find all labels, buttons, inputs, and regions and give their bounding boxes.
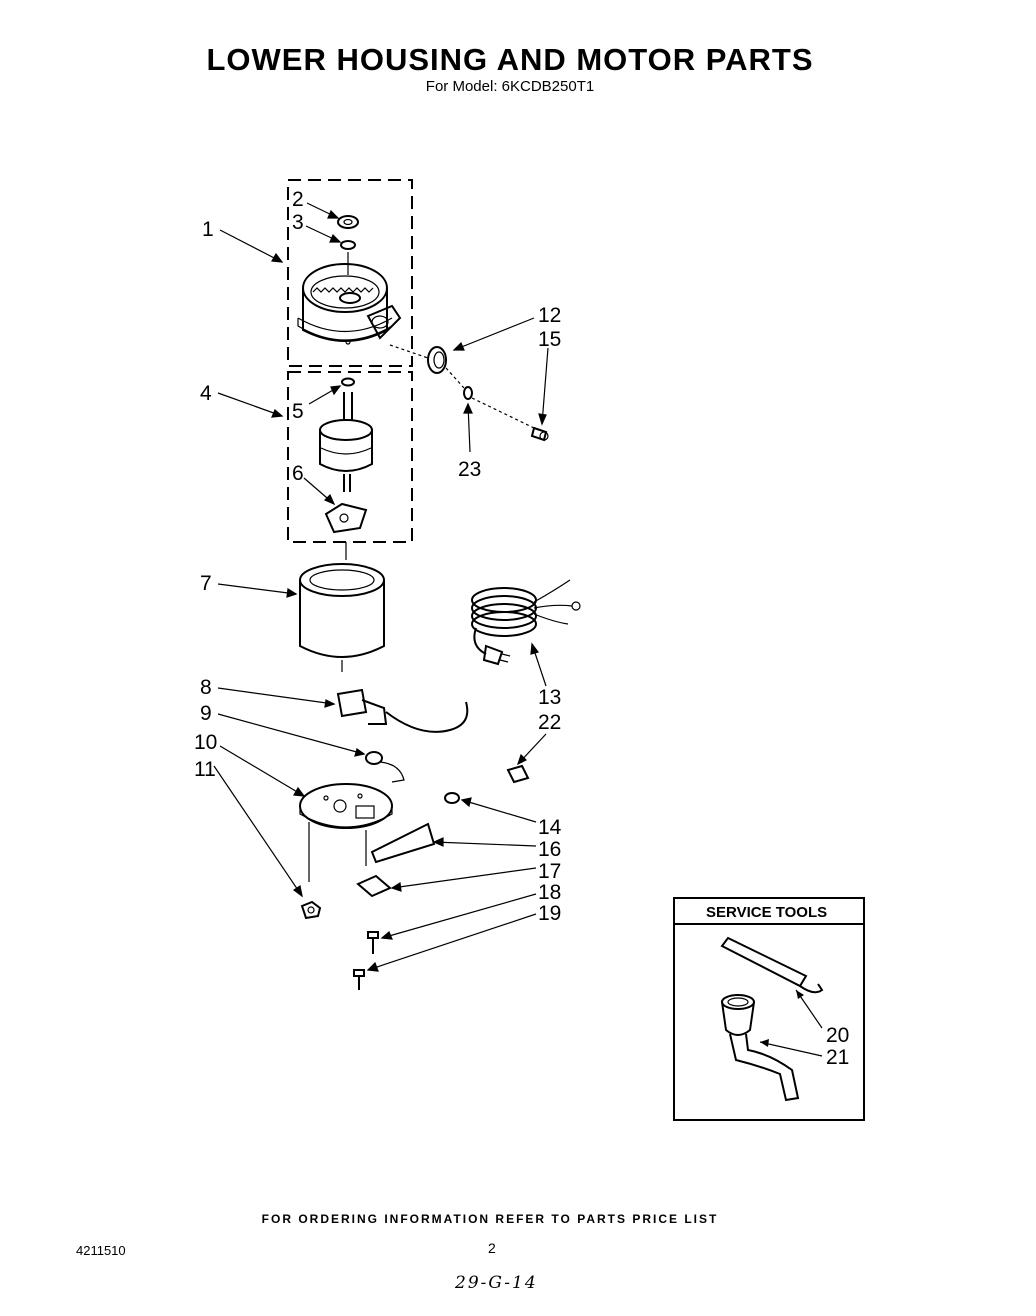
cover-plate-part xyxy=(370,822,436,864)
callout-22: 22 xyxy=(538,711,561,734)
washer-part xyxy=(340,240,356,250)
clip-part xyxy=(444,792,460,804)
callout-2: 2 xyxy=(292,188,304,211)
callout-9: 9 xyxy=(200,702,212,725)
callout-7: 7 xyxy=(200,572,212,595)
leader-lines xyxy=(213,202,549,972)
ordering-footer: FOR ORDERING INFORMATION REFER TO PARTS … xyxy=(261,1212,719,1226)
screw-18-part xyxy=(367,931,379,954)
callout-17: 17 xyxy=(538,860,561,883)
connector-part xyxy=(506,764,530,784)
service-tools-box: SERVICE TOOLS xyxy=(673,897,865,1121)
insulator-part xyxy=(356,874,392,898)
lower-housing-part xyxy=(297,263,402,345)
rotor-part xyxy=(319,392,373,492)
callout-23: 23 xyxy=(458,458,481,481)
page-number: 2 xyxy=(488,1240,496,1256)
mounting-plate-part xyxy=(299,783,393,829)
callout-19: 19 xyxy=(538,902,561,925)
callout-10: 10 xyxy=(194,731,217,754)
callout-1: 1 xyxy=(202,218,214,241)
callout-13: 13 xyxy=(538,686,561,709)
gasket-part xyxy=(427,346,447,374)
callout-15: 15 xyxy=(538,328,561,351)
power-cord-part xyxy=(471,579,581,666)
actuator-part xyxy=(324,502,368,534)
switch-part xyxy=(336,688,469,733)
capacitor-part xyxy=(365,751,405,783)
model-subtitle: For Model: 6KCDB250T1 xyxy=(425,78,595,95)
bearing-part xyxy=(337,215,359,229)
callout-18: 18 xyxy=(538,881,561,904)
document-number: 4211510 xyxy=(76,1243,126,1258)
rotor-group-box xyxy=(287,371,413,543)
service-tools-title: SERVICE TOOLS xyxy=(706,904,827,921)
callout-3: 3 xyxy=(292,211,304,234)
callout-11: 11 xyxy=(194,758,216,781)
callout-21: 21 xyxy=(826,1046,849,1069)
nut-part xyxy=(300,900,322,920)
screw-part xyxy=(530,426,549,442)
washer-small-part xyxy=(463,386,473,400)
callout-8: 8 xyxy=(200,676,212,699)
callout-14: 14 xyxy=(538,816,562,839)
callout-16: 16 xyxy=(538,838,561,861)
shaft-washer-part xyxy=(341,377,355,387)
callout-12: 12 xyxy=(538,304,561,327)
callout-4: 4 xyxy=(200,382,212,405)
strainer-tool xyxy=(721,994,800,1102)
callout-6: 6 xyxy=(292,462,304,485)
lower-housing-group-box xyxy=(287,179,413,367)
screw-19-part xyxy=(353,969,365,990)
stator-part xyxy=(299,563,385,672)
wrench-tool xyxy=(720,936,824,994)
page-title: LOWER HOUSING AND MOTOR PARTS xyxy=(206,42,814,77)
callout-20: 20 xyxy=(826,1024,849,1047)
callout-5: 5 xyxy=(292,400,304,423)
handwritten-date: 29-G-14 xyxy=(455,1273,538,1293)
